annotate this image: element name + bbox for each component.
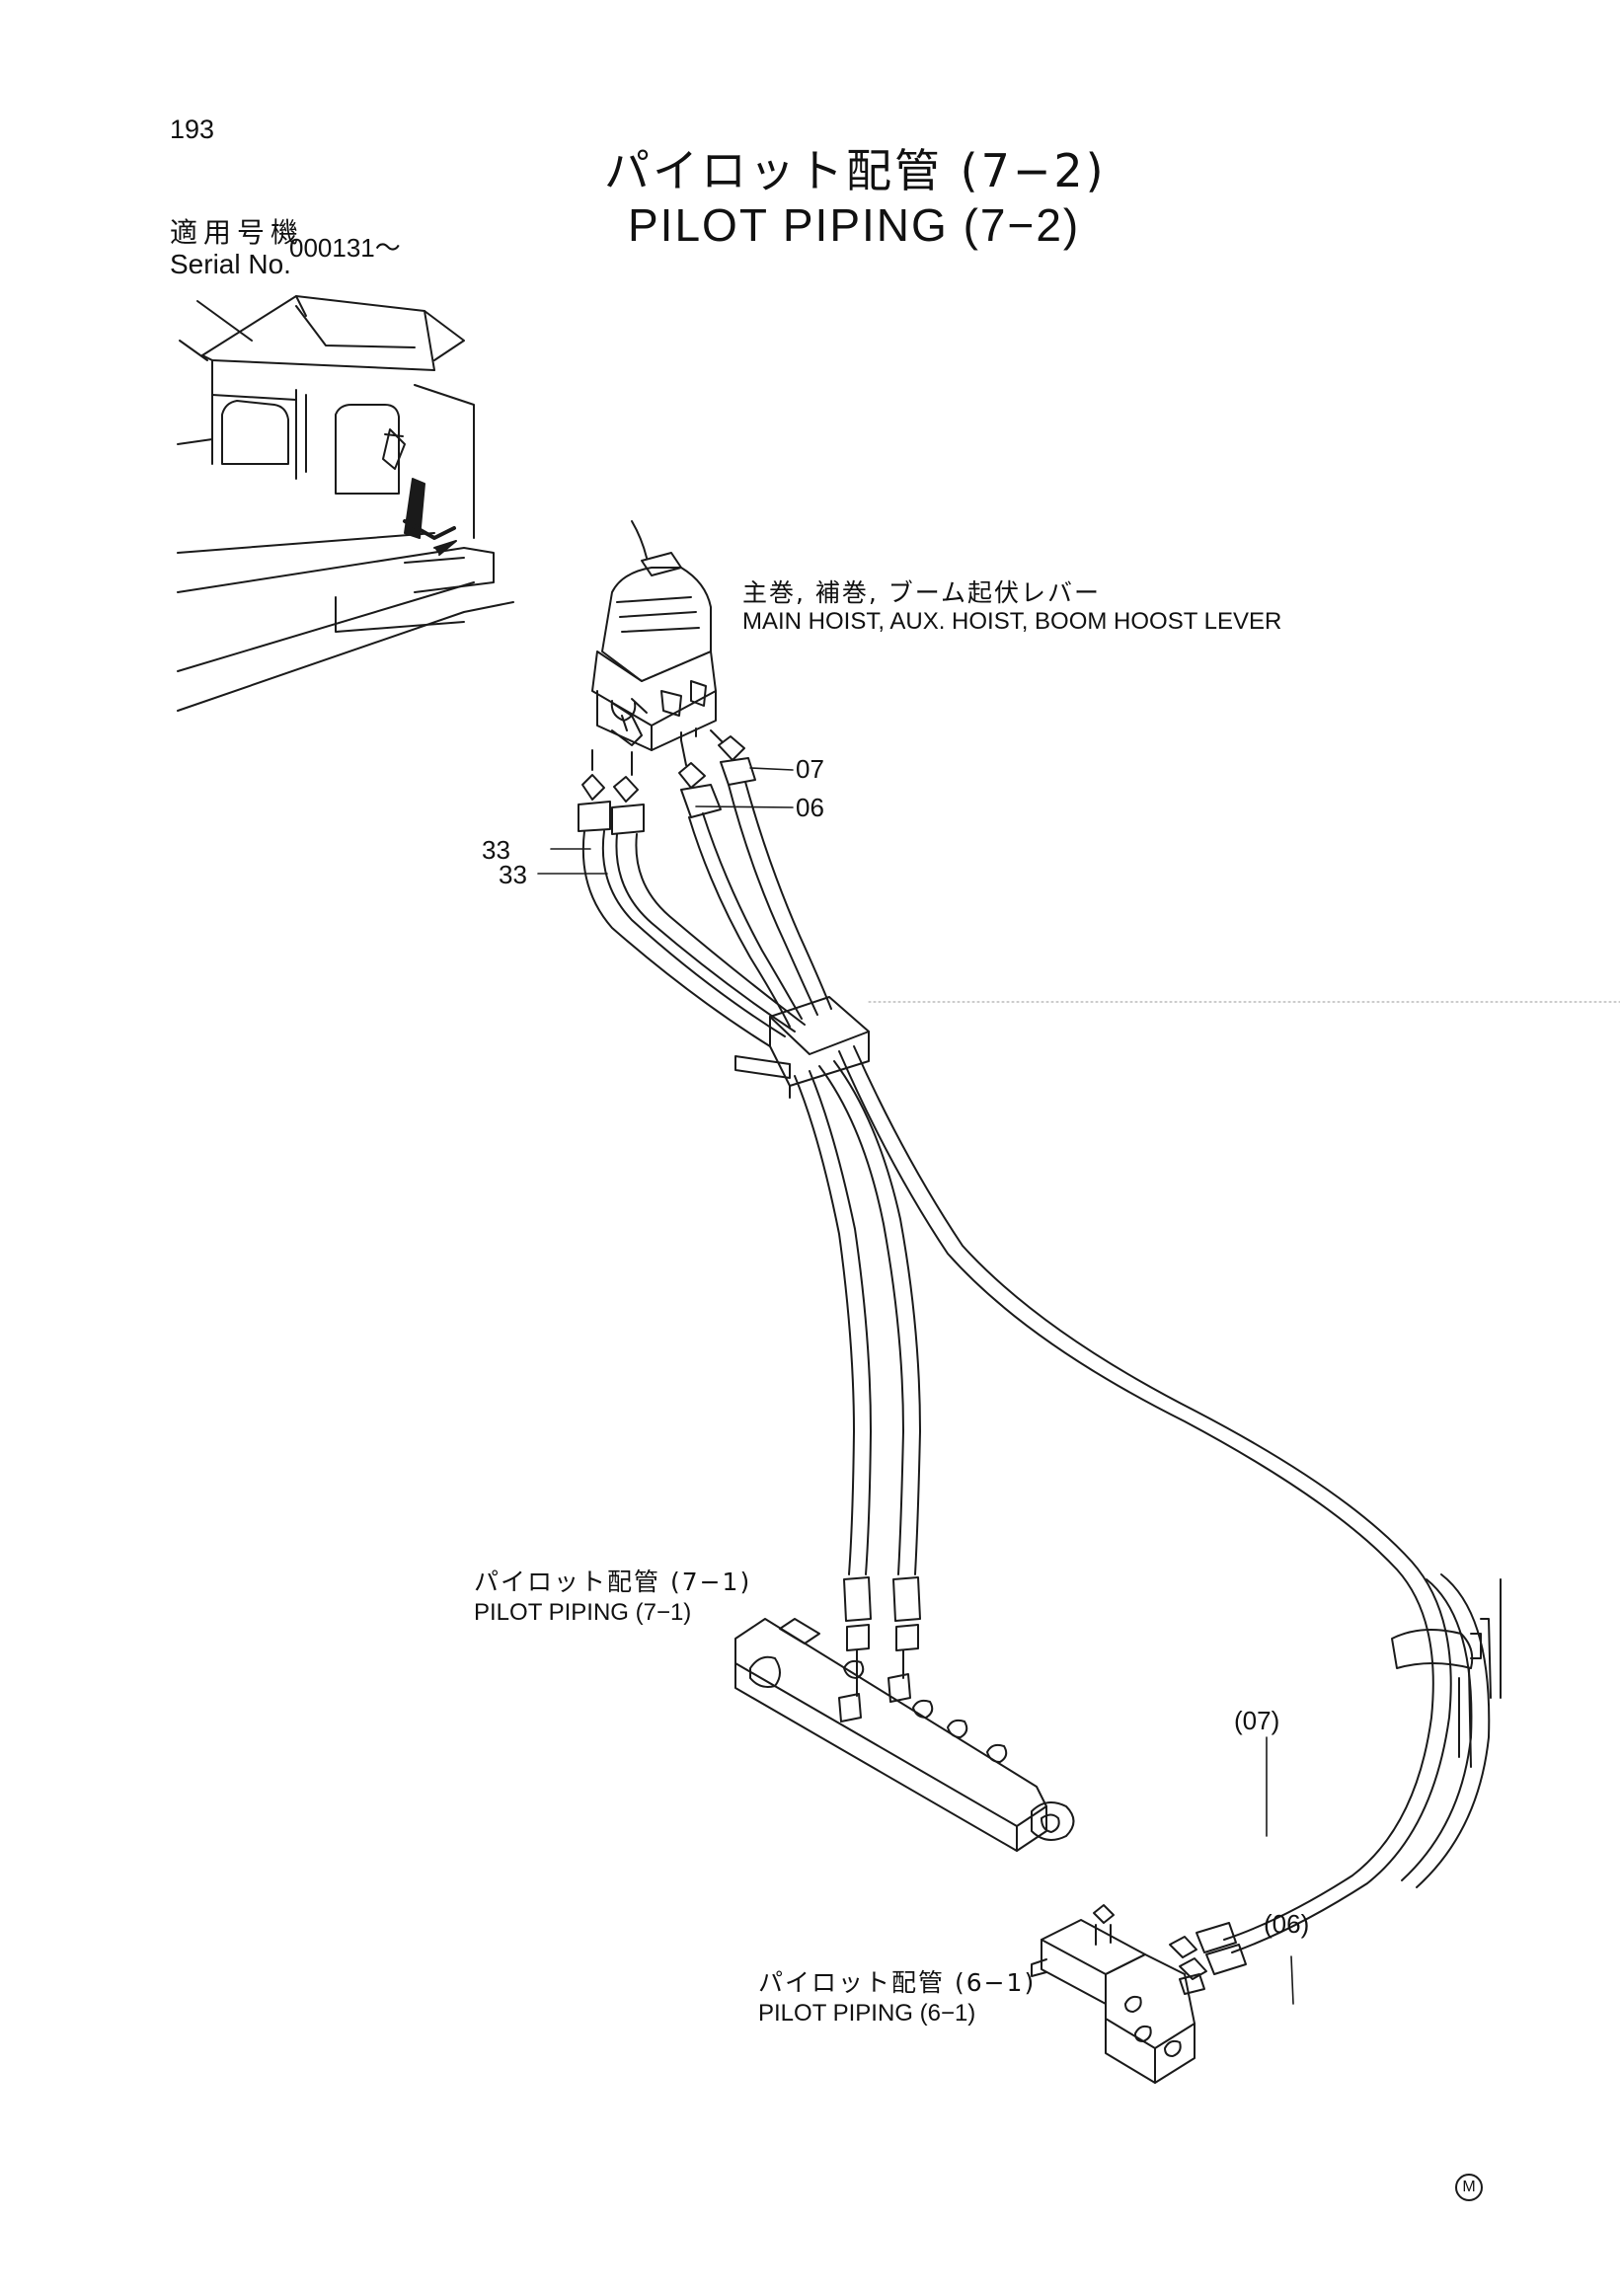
hose-to-piping-7-1 [794, 1060, 921, 1697]
lever-label-english: MAIN HOIST, AUX. HOIST, BOOM HOOST LEVER [742, 608, 1282, 635]
hose-to-piping-6-1 [838, 1045, 1502, 1980]
hose-bracket [734, 996, 870, 1099]
piping-6-1-label-english: PILOT PIPING (6−1) [758, 2000, 976, 2027]
title-english: PILOT PIPING (7−2) [628, 199, 1081, 251]
piping-7-1-label-japanese: パイロット配管 (7−1) [474, 1568, 752, 1596]
piping-7-1-label-english: PILOT PIPING (7−1) [474, 1599, 692, 1626]
title-japanese: パイロット配管 (7−2) [604, 144, 1107, 197]
hose-bundle-upper [581, 781, 832, 1047]
callout-part-33-a: 33 [482, 835, 510, 865]
callout-ref-06: (06) [1264, 1909, 1310, 1939]
serial-label-english: Serial No. [170, 249, 291, 279]
piping-6-1-label-japanese: パイロット配管 (6−1) [758, 1968, 1037, 1997]
manifold-7-1 [734, 1618, 1075, 1852]
callout-ref-07: (07) [1234, 1706, 1280, 1735]
manifold-6-1 [1031, 1904, 1205, 2084]
cab-inset-illustration [177, 295, 514, 712]
callout-part-33-b: 33 [499, 860, 527, 889]
page-number: 193 [170, 115, 215, 144]
lever-hose-fittings [578, 698, 756, 835]
serial-label-japanese: 適用号機 [170, 216, 305, 249]
corner-mark: M [1455, 2174, 1483, 2201]
leader-lines [537, 767, 1294, 2005]
corner-mark-letter: M [1462, 2179, 1476, 2195]
lever-label-japanese: 主巻, 補巻, ブーム起伏レバー [742, 578, 1102, 607]
lever-unit [591, 520, 717, 751]
serial-value: 000131～ [289, 233, 401, 263]
callout-part-07: 07 [796, 754, 824, 784]
callout-part-06: 06 [796, 793, 824, 822]
